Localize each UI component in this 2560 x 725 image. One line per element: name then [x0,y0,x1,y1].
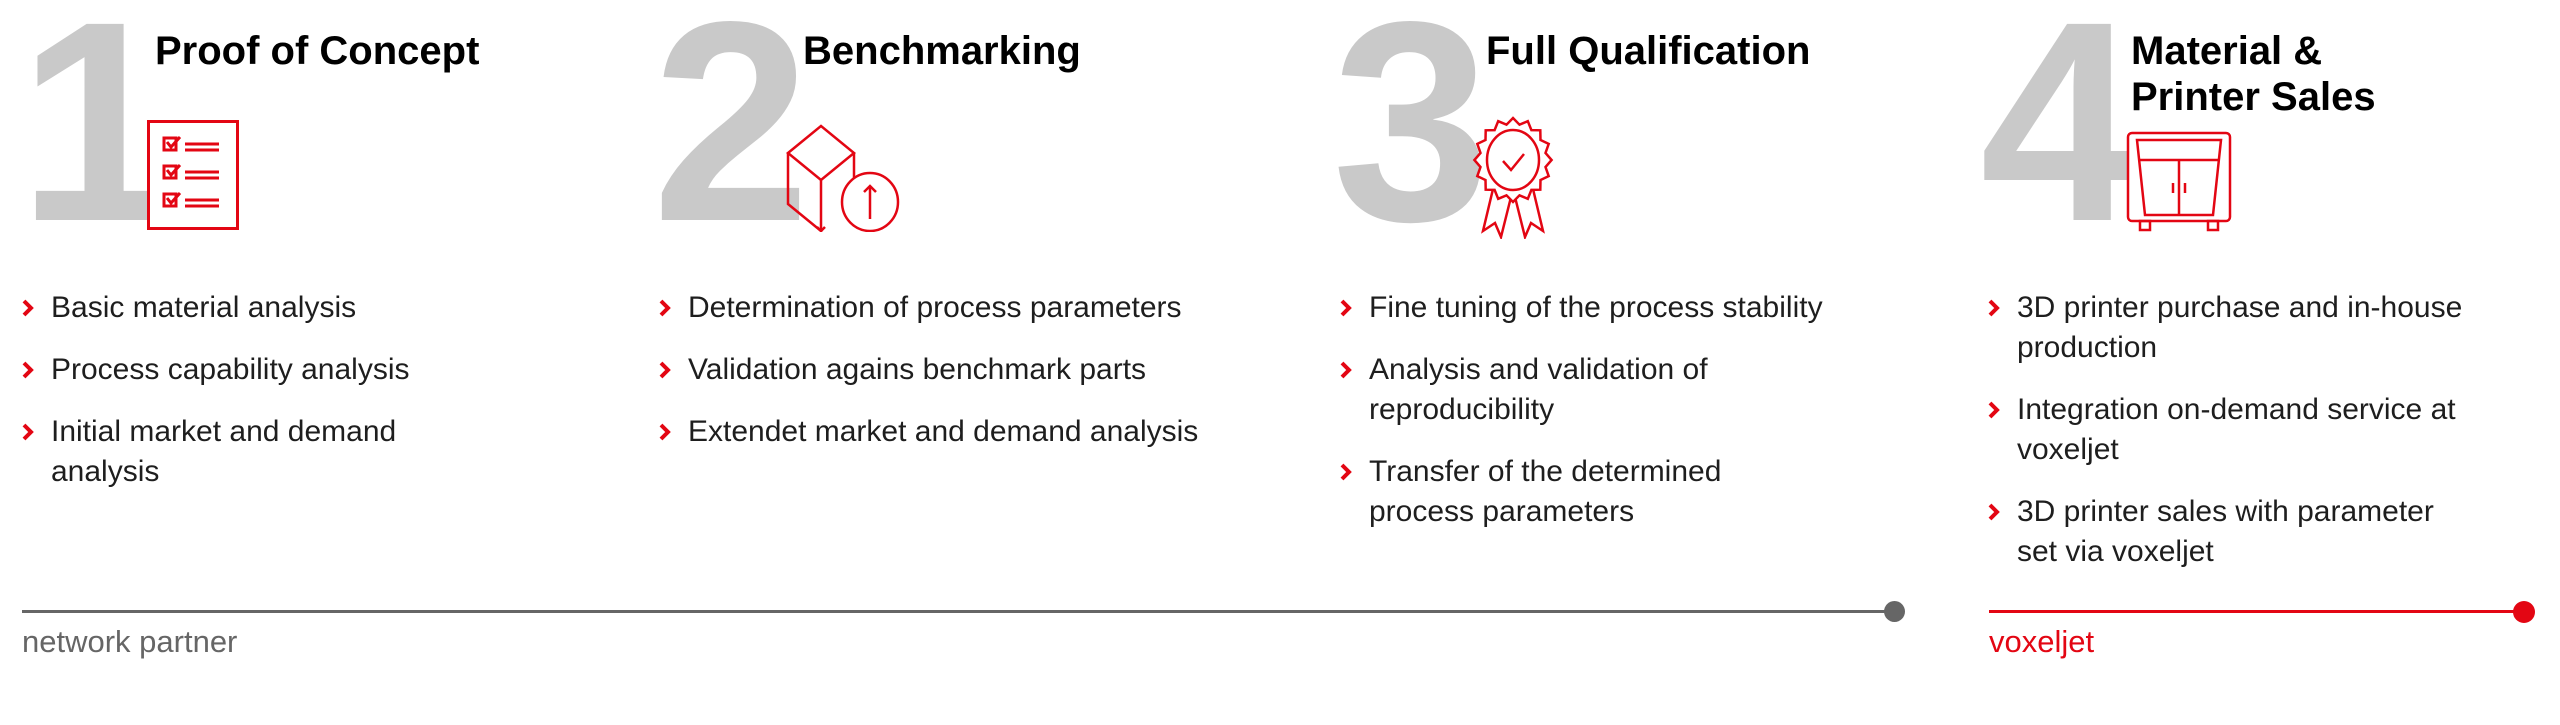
item-text: voxeljet [2017,433,2119,466]
chevron-right-icon [1339,360,1353,380]
list-item: 3D printer purchase and in-house producti… [1987,288,2462,368]
chevron-right-icon [1987,400,2001,420]
step-items: Determination of process parameters Vali… [658,288,1198,474]
item-text: analysis [51,455,160,488]
chevron-right-icon [21,422,35,442]
item-text: Basic material analysis [51,291,357,324]
step-items: Basic material analysis Process capabili… [21,288,410,514]
item-text: production [2017,331,2158,364]
item-text: 3D printer purchase and in-house [2017,291,2463,324]
title-line: Printer Sales [2131,75,2376,119]
item-text: Initial market and demand [51,415,397,448]
item-text: Extendet market and demand analysis [688,415,1199,448]
step-title: Material & Printer Sales [2131,28,2376,120]
list-item: Integration on-demand service at voxeljet [1987,390,2462,470]
network-partner-label: network partner [22,624,238,659]
list-item: Validation agains benchmark parts [658,350,1198,390]
list-item: Initial market and demand analysis [21,412,410,492]
chevron-right-icon [21,298,35,318]
title-line: Material & [2131,29,2323,73]
list-item: Analysis and validation of reproducibilit… [1339,350,1823,430]
chevron-right-icon [1339,298,1353,318]
item-text: Integration on-demand service at [2017,393,2456,426]
chevron-right-icon [1987,298,2001,318]
chevron-right-icon [1987,502,2001,522]
chevron-right-icon [658,298,672,318]
list-item: Extendet market and demand analysis [658,412,1198,452]
item-text: process parameters [1369,495,1635,528]
voxeljet-track [1989,610,2523,613]
list-item: Process capability analysis [21,350,410,390]
network-partner-track [22,610,1894,613]
item-text: Analysis and validation of [1369,353,1708,386]
cube-upload-icon [785,120,901,234]
step-number: 4 [1980,0,2138,281]
chevron-right-icon [658,422,672,442]
list-item: Determination of process parameters [658,288,1198,328]
item-text: Fine tuning of the process stability [1369,291,1823,324]
step-title: Proof of Concept [155,29,480,73]
chevron-right-icon [658,360,672,380]
list-item: Transfer of the determined process parame… [1339,452,1823,532]
item-text: set via voxeljet [2017,535,2214,568]
3d-printer-icon [2126,131,2232,233]
voxeljet-track-end-dot [2513,601,2535,623]
item-text: Process capability analysis [51,353,410,386]
chevron-right-icon [21,360,35,380]
item-text: 3D printer sales with parameter [2017,495,2434,528]
step-items: 3D printer purchase and in-house producti… [1987,288,2462,594]
item-text: Transfer of the determined [1369,455,1722,488]
step-number: 2 [652,0,810,281]
item-text: Validation agains benchmark parts [688,353,1147,386]
item-text: Determination of process parameters [688,291,1182,324]
network-partner-track-end-dot [1884,601,1905,622]
list-item: 3D printer sales with parameter set via v… [1987,492,2462,572]
list-item: Fine tuning of the process stability [1339,288,1823,328]
step-title: Full Qualification [1486,29,1811,73]
step-items: Fine tuning of the process stability Ana… [1339,288,1823,554]
voxeljet-label: voxeljet [1989,624,2095,659]
award-rosette-icon [1463,113,1563,241]
checklist-icon [147,120,239,230]
step-title: Benchmarking [803,29,1081,73]
step-number: 3 [1332,0,1490,281]
item-text: reproducibility [1369,393,1555,426]
list-item: Basic material analysis [21,288,410,328]
chevron-right-icon [1339,462,1353,482]
